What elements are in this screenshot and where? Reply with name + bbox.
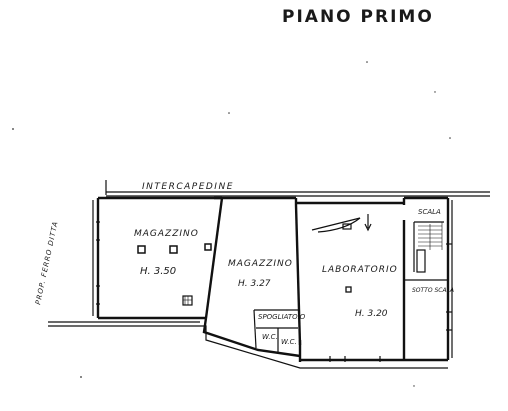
room-labels: MAGAZZINO H. 3.50 MAGAZZINO H. 3.27 LABO… xyxy=(134,229,454,346)
stair: SCALA xyxy=(416,208,443,273)
paper-specks xyxy=(12,61,451,387)
magazzino-2-height: H. 3.27 xyxy=(238,279,271,289)
pillars xyxy=(137,223,352,306)
laboratorio-height: H. 3.20 xyxy=(355,309,388,319)
plan-title: PIANO PRIMO xyxy=(282,7,434,27)
building-outline xyxy=(48,196,453,369)
openings xyxy=(96,221,452,362)
intercapedine-band: INTERCAPEDINE xyxy=(105,180,490,197)
partitions xyxy=(204,197,448,360)
magazzino-1-height: H. 3.50 xyxy=(140,266,176,277)
scala-label: SCALA xyxy=(418,208,441,216)
magazzino-2-label: MAGAZZINO xyxy=(228,259,293,269)
left-side-label: PROP. FERRO DITTA xyxy=(34,220,60,305)
laboratorio-label: LABORATORIO xyxy=(322,265,398,275)
wc-1-label: W.C. xyxy=(262,333,278,341)
wc-2-label: W.C. xyxy=(281,338,297,346)
sottoscala-label: SOTTO SCALA xyxy=(412,287,454,294)
intercapedine-label: INTERCAPEDINE xyxy=(142,182,234,192)
spogliatoio-label: SPOGLIATOIO xyxy=(258,313,306,321)
magazzino-1-label: MAGAZZINO xyxy=(134,229,199,239)
